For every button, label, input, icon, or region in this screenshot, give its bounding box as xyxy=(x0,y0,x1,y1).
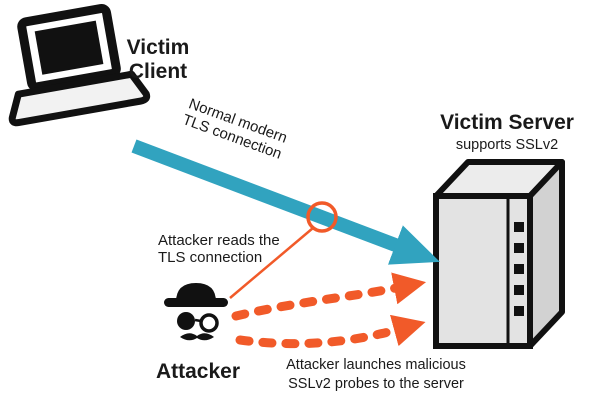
server-icon xyxy=(433,159,565,349)
sslv2-probe-arrows xyxy=(231,272,427,349)
interception-circle xyxy=(306,201,338,233)
victim-server-subtitle: supports SSLv2 xyxy=(455,137,559,153)
attacker-reads-label: Attacker reads the TLS connection xyxy=(158,232,280,266)
tls-connection-arrow xyxy=(131,139,440,265)
sslv2-probes-label: Attacker launches malicious SSLv2 probes… xyxy=(286,357,466,392)
victim-client-label: Victim Client xyxy=(126,36,190,83)
attacker-label: Attacker xyxy=(155,360,241,383)
victim-server-title: Victim Server xyxy=(440,111,574,134)
tap-line xyxy=(229,227,314,299)
attacker-icon xyxy=(164,283,228,341)
laptop-icon xyxy=(8,4,151,127)
